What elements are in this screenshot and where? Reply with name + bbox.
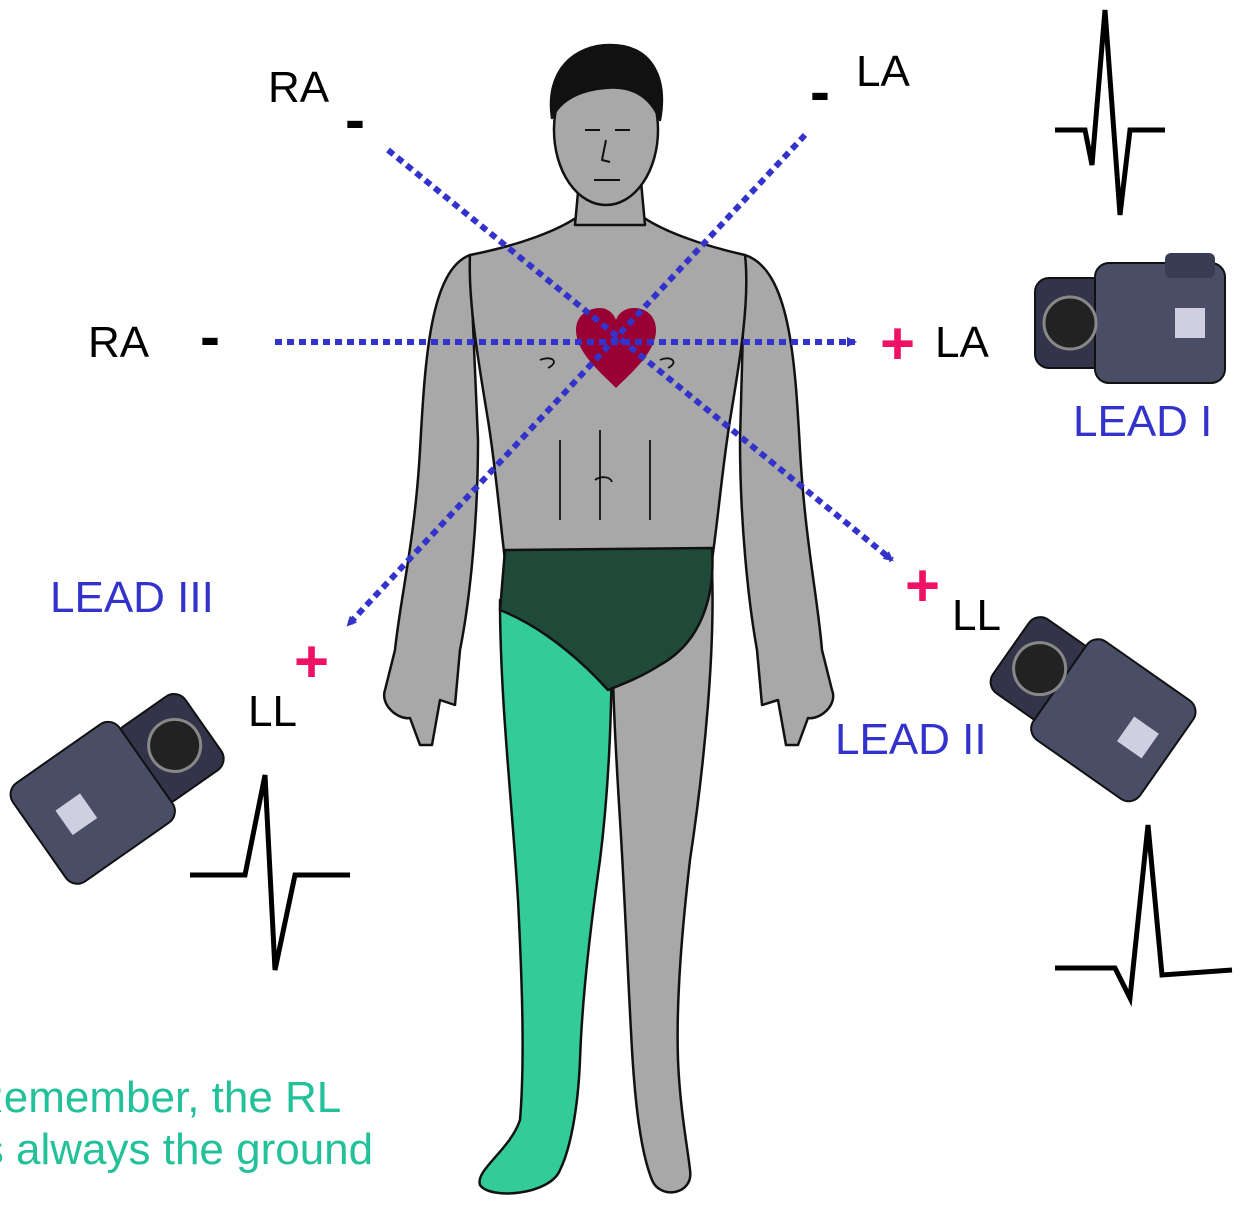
lead-iii-ecg bbox=[190, 775, 350, 970]
ground-note: Remember, the RL is always the ground bbox=[0, 1072, 373, 1176]
la-plus: + bbox=[880, 314, 915, 374]
ll-left-label: LL bbox=[248, 690, 297, 734]
right-leg-ground bbox=[480, 600, 612, 1193]
right-arm bbox=[384, 255, 478, 745]
ll-right-plus: + bbox=[905, 556, 940, 616]
la-mid-label: LA bbox=[935, 321, 989, 365]
ll-right-label: LL bbox=[952, 594, 1001, 638]
ground-note-line2: is always the ground bbox=[0, 1124, 373, 1176]
camera-icon bbox=[1035, 253, 1225, 383]
ll-left-plus: + bbox=[294, 632, 329, 692]
torso bbox=[470, 215, 747, 560]
lead-iii-label: LEAD III bbox=[50, 576, 214, 620]
camera-icon bbox=[977, 599, 1201, 806]
camera-icon bbox=[5, 676, 238, 889]
lead-ii-ecg bbox=[1055, 825, 1232, 998]
lead-i-ecg bbox=[1055, 10, 1165, 215]
ra-mid-label: RA bbox=[88, 321, 149, 365]
ra-top-label: RA bbox=[268, 66, 329, 110]
lead-i-label: LEAD I bbox=[1073, 400, 1212, 444]
ra-mid-minus: - bbox=[200, 307, 220, 367]
ground-note-line1: Remember, the RL bbox=[0, 1072, 373, 1124]
lead-ii-label: LEAD II bbox=[835, 718, 987, 762]
ra-top-minus: - bbox=[345, 90, 365, 150]
human-figure bbox=[384, 45, 833, 1193]
la-top-minus: - bbox=[810, 62, 830, 122]
la-top-label: LA bbox=[856, 50, 910, 94]
